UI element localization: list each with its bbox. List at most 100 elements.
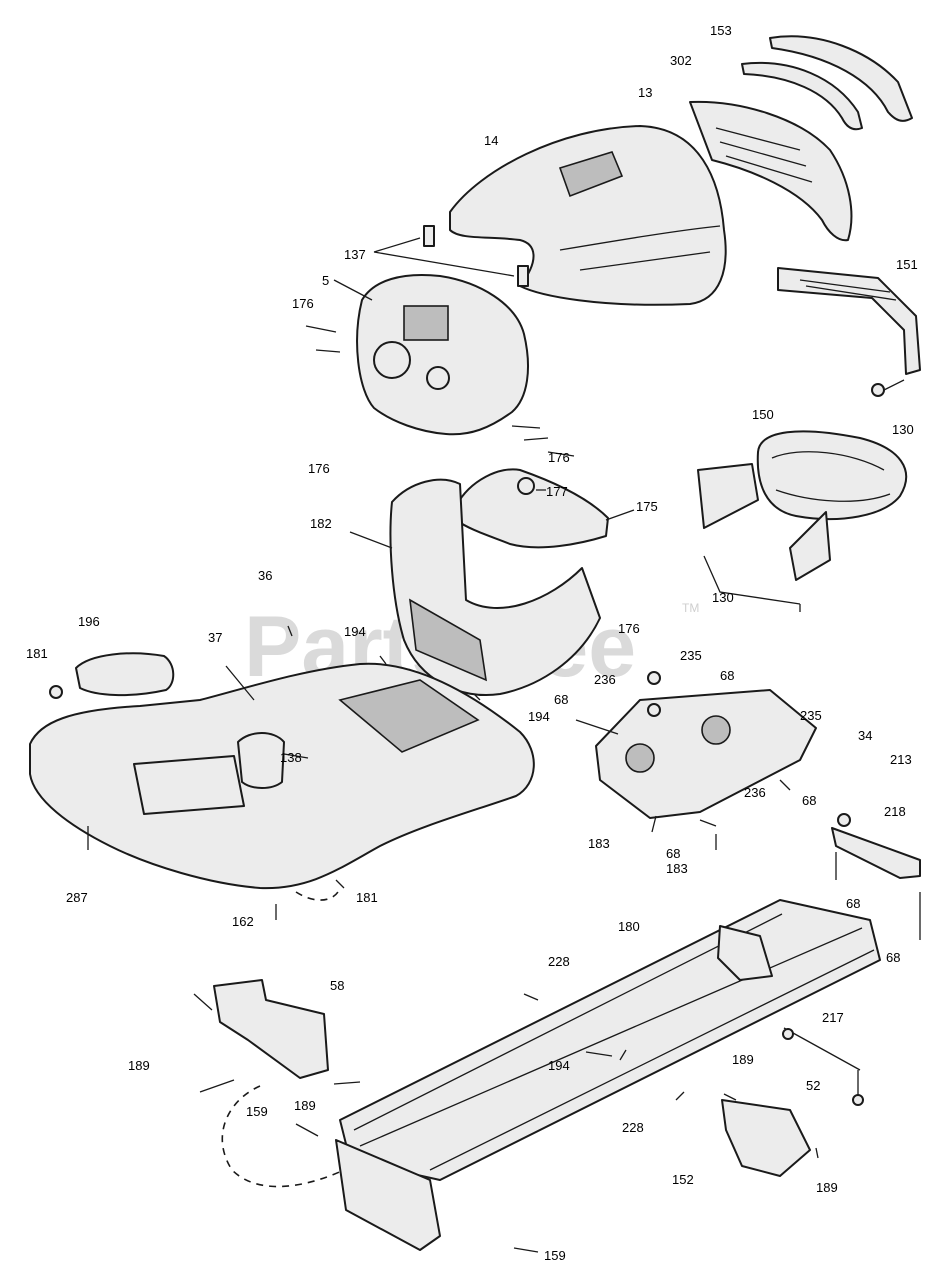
- label-162: 162: [232, 914, 254, 929]
- part-58-bracket: [213, 979, 329, 1079]
- part-130-bolt-upper: [871, 383, 885, 397]
- leader-130a: [883, 379, 905, 391]
- label-159-a: 159: [246, 1104, 268, 1119]
- bracket-58-cable: [221, 1085, 345, 1188]
- part-153-grille-insert: [769, 35, 913, 122]
- part-138-boot: [237, 732, 285, 789]
- label-213: 213: [890, 752, 912, 767]
- label-37: 37: [208, 630, 222, 645]
- dash-ignition: [373, 341, 411, 379]
- leader-130b: [703, 555, 801, 612]
- bracket-218-bolts: [835, 852, 921, 940]
- label-194-a: 194: [344, 624, 366, 639]
- leader-37-138: [225, 665, 309, 759]
- label-153: 153: [710, 23, 732, 38]
- plate-hole-right: [701, 715, 731, 745]
- plate-hole-left: [625, 743, 655, 773]
- label-182: 182: [310, 516, 332, 531]
- leader-175-177: [536, 489, 635, 521]
- misc-fasteners: [295, 993, 819, 1253]
- bracket-slots: [799, 279, 897, 301]
- part-52-pin-left: [782, 1028, 794, 1040]
- bucket-mount-right: [789, 511, 831, 581]
- label-236-a: 236: [594, 672, 616, 687]
- label-189-a: 189: [128, 1058, 150, 1073]
- frame-edges: [353, 913, 875, 1171]
- dash-knob: [426, 366, 450, 390]
- leader-182: [349, 531, 393, 549]
- part-152-bracket: [721, 1099, 811, 1177]
- label-183-a: 183: [588, 836, 610, 851]
- label-218: 218: [884, 804, 906, 819]
- label-180: 180: [618, 919, 640, 934]
- label-228-b: 228: [622, 1120, 644, 1135]
- label-130-a: 130: [892, 422, 914, 437]
- part-213-bolt: [837, 813, 851, 827]
- label-68-d: 68: [666, 846, 680, 861]
- label-194-c: 194: [548, 1058, 570, 1073]
- label-5: 5: [322, 273, 329, 288]
- part-236-spacer: [647, 703, 661, 717]
- label-68-a: 68: [720, 668, 734, 683]
- watermark-trademark: TM: [682, 601, 699, 615]
- part-150-bucket: [756, 430, 907, 521]
- floor-pan-plate: [133, 755, 245, 815]
- floor-pan-opening: [338, 679, 480, 753]
- panel-grille: [409, 598, 488, 682]
- grille-slots: [715, 127, 813, 183]
- part-151-bracket: [777, 267, 921, 375]
- part-181-bolt-left: [49, 685, 63, 699]
- label-181-a: 181: [26, 646, 48, 661]
- label-177: 177: [546, 484, 568, 499]
- part-177-bolt: [517, 477, 535, 495]
- label-189-c: 189: [294, 1098, 316, 1113]
- label-176-a: 176: [292, 296, 314, 311]
- label-196: 196: [78, 614, 100, 629]
- part-137-clip-lower: [517, 265, 529, 287]
- dash-display: [403, 305, 449, 341]
- bucket-mount-left: [697, 463, 759, 529]
- label-150: 150: [752, 407, 774, 422]
- part-137-clip-upper: [423, 225, 435, 247]
- hood-contour: [559, 225, 721, 271]
- frame-front-plate: [335, 1139, 441, 1251]
- label-68-b: 68: [554, 692, 568, 707]
- label-175: 175: [636, 499, 658, 514]
- part-13-grille: [689, 100, 853, 242]
- part-217-rod: [783, 1027, 861, 1096]
- label-36: 36: [258, 568, 272, 583]
- label-13: 13: [638, 85, 652, 100]
- label-228-a: 228: [548, 954, 570, 969]
- label-68-e: 68: [846, 896, 860, 911]
- label-189-d: 189: [816, 1180, 838, 1195]
- bracket-58-bolts: [193, 993, 361, 1093]
- label-58: 58: [330, 978, 344, 993]
- pan-fasteners: [87, 625, 481, 920]
- pan-hose: [295, 887, 341, 901]
- part-176-screws-left: [305, 325, 341, 353]
- label-152: 152: [672, 1172, 694, 1187]
- part-14-hood: [449, 125, 727, 306]
- frame-mount-block: [717, 925, 773, 981]
- part-235-washer-upper: [647, 671, 661, 685]
- part-176-screws-right: [511, 425, 575, 457]
- label-235-a: 235: [680, 648, 702, 663]
- hood-vent: [558, 151, 624, 198]
- part-196-pad: [75, 652, 175, 697]
- label-183-b: 183: [666, 861, 688, 876]
- label-52: 52: [806, 1078, 820, 1093]
- label-130-b: 130: [712, 590, 734, 605]
- part-175-bracket: [455, 468, 609, 549]
- leader-5: [333, 279, 373, 301]
- part-34-mount-plate: [595, 689, 817, 819]
- label-176-b: 176: [308, 461, 330, 476]
- part-5-dash-panel: [356, 274, 529, 436]
- label-68-c: 68: [802, 793, 816, 808]
- label-189-b: 189: [732, 1052, 754, 1067]
- label-176-c: 176: [548, 450, 570, 465]
- label-236-b: 236: [744, 785, 766, 800]
- plate-fasteners: [575, 719, 791, 850]
- part-218-bracket: [831, 827, 921, 879]
- label-68-f: 68: [886, 950, 900, 965]
- label-287: 287: [66, 890, 88, 905]
